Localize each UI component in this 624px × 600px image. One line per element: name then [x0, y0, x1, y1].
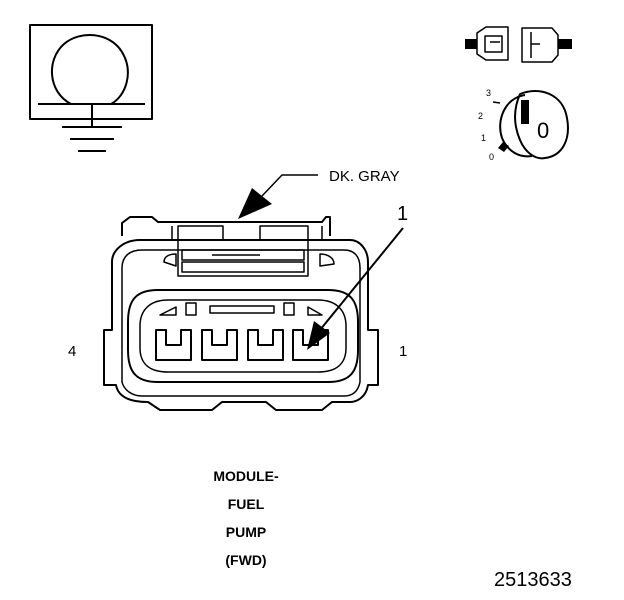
ohmmeter-panel	[29, 24, 153, 152]
ignition-position-3: 3	[486, 88, 491, 98]
caption-line-1: MODULE-	[213, 468, 279, 484]
terminal-cavity-4	[155, 329, 192, 361]
terminal-cavity-2	[247, 329, 284, 361]
ignition-key-label: 0	[537, 118, 549, 143]
pin-right-label: 1	[399, 343, 407, 360]
caption-line-2: FUEL	[228, 496, 265, 512]
pin-left-label: 4	[68, 343, 76, 360]
caption-line-3: PUMP	[226, 524, 266, 540]
figure-id: 2513633	[494, 569, 572, 591]
caption-line-4: (FWD)	[225, 552, 266, 568]
pin-callout-number: 1	[397, 203, 408, 225]
ignition-key-icon	[492, 90, 569, 160]
connector-housing	[103, 216, 379, 411]
terminal-cavity-3	[201, 329, 238, 361]
ignition-position-2: 2	[478, 111, 483, 121]
ohm-symbol-icon	[38, 33, 145, 105]
ignition-position-1: 1	[481, 133, 486, 143]
wire-color-leader	[238, 174, 318, 219]
ground-icon	[62, 105, 122, 152]
wire-color-label: DK. GRAY	[329, 168, 400, 185]
pin-callout-arrow	[307, 227, 404, 350]
connector-disconnected-icon	[465, 26, 572, 63]
ignition-position-0: 0	[489, 152, 494, 162]
